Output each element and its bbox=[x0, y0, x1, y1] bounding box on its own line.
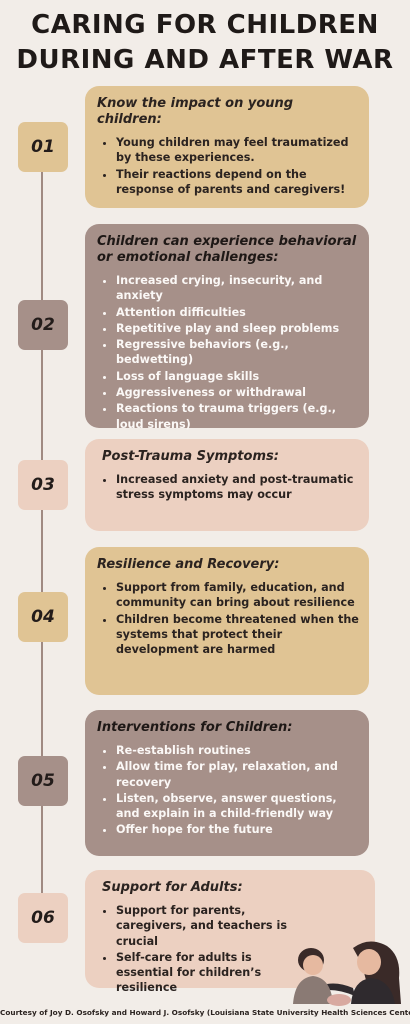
card-05-item: Allow time for play, relaxation, and rec… bbox=[116, 759, 359, 790]
card-02-heading: Children can experience behavioral or em… bbox=[97, 234, 357, 265]
card-01-list: Young children may feel traumatized by t… bbox=[97, 135, 359, 197]
title-line-2: DURING AND AFTER WAR bbox=[16, 45, 394, 75]
badge-01: 01 bbox=[18, 122, 68, 172]
adult-face-shape bbox=[357, 949, 381, 975]
card-06-heading: Support for Adults: bbox=[102, 880, 243, 895]
card-04: Resilience and Recovery: Support from fa… bbox=[85, 547, 369, 695]
card-02-item: Repetitive play and sleep problems bbox=[116, 321, 359, 336]
card-04-item: Children become threatened when the syst… bbox=[116, 612, 359, 658]
child-body-shape bbox=[293, 976, 333, 1004]
card-02-item: Reactions to trauma triggers (e.g., loud… bbox=[116, 401, 359, 432]
card-05-list: Re-establish routines Allow time for pla… bbox=[97, 743, 359, 838]
badge-04: 04 bbox=[18, 592, 68, 642]
card-06-list: Support for parents, caregivers, and tea… bbox=[97, 903, 365, 996]
card-06-item: Self-care for adults is essential for ch… bbox=[116, 950, 295, 996]
card-02-list: Increased crying, insecurity, and anxiet… bbox=[97, 273, 359, 432]
adult-arm-shape bbox=[327, 983, 355, 996]
card-05-item: Offer hope for the future bbox=[116, 822, 359, 837]
card-04-heading: Resilience and Recovery: bbox=[97, 557, 280, 572]
badge-02: 02 bbox=[18, 300, 68, 350]
card-03-heading: Post-Trauma Symptoms: bbox=[102, 449, 279, 464]
card-05: Interventions for Children: Re-establish… bbox=[85, 710, 369, 856]
card-01-item: Young children may feel traumatized by t… bbox=[116, 135, 359, 166]
adult-and-child-illustration bbox=[293, 941, 401, 1006]
card-02-item: Increased crying, insecurity, and anxiet… bbox=[116, 273, 359, 304]
card-03: Post-Trauma Symptoms: Increased anxiety … bbox=[85, 439, 369, 531]
card-01: Know the impact on young children: Young… bbox=[85, 86, 369, 208]
card-04-list: Support from family, education, and comm… bbox=[97, 580, 359, 657]
card-01-item: Their reactions depend on the response o… bbox=[116, 167, 359, 198]
card-03-item: Increased anxiety and post-traumatic str… bbox=[116, 472, 359, 503]
adult-body-shape bbox=[351, 978, 395, 1004]
card-06-item: Support for parents, caregivers, and tea… bbox=[116, 903, 295, 949]
card-02-item: Aggressiveness or withdrawal bbox=[116, 385, 359, 400]
page-title: CARING FOR CHILDREN DURING AND AFTER WAR bbox=[0, 8, 410, 78]
card-02-item: Loss of language skills bbox=[116, 369, 359, 384]
card-01-heading: Know the impact on young children: bbox=[97, 96, 294, 127]
card-02-item: Regressive behaviors (e.g., bedwetting) bbox=[116, 337, 359, 368]
card-06: Support for Adults: Support for parents,… bbox=[85, 870, 375, 994]
card-05-item: Re-establish routines bbox=[116, 743, 359, 758]
card-02: Children can experience behavioral or em… bbox=[85, 224, 369, 431]
footer-credit: Courtesy of Joy D. Osofsky and Howard J.… bbox=[0, 1008, 410, 1017]
child-face-shape bbox=[303, 955, 323, 975]
title-line-1: CARING FOR CHILDREN bbox=[31, 10, 379, 40]
card-04-item: Support from family, education, and comm… bbox=[116, 580, 359, 611]
pillow-shape bbox=[327, 994, 351, 1006]
badge-05: 05 bbox=[18, 756, 68, 806]
card-03-list: Increased anxiety and post-traumatic str… bbox=[97, 472, 359, 503]
card-02-item: Attention difficulties bbox=[116, 305, 359, 320]
badge-06: 06 bbox=[18, 893, 68, 943]
badge-03: 03 bbox=[18, 460, 68, 510]
timeline-line bbox=[41, 148, 43, 916]
card-05-item: Listen, observe, answer questions, and e… bbox=[116, 791, 359, 822]
card-05-heading: Interventions for Children: bbox=[97, 720, 293, 735]
